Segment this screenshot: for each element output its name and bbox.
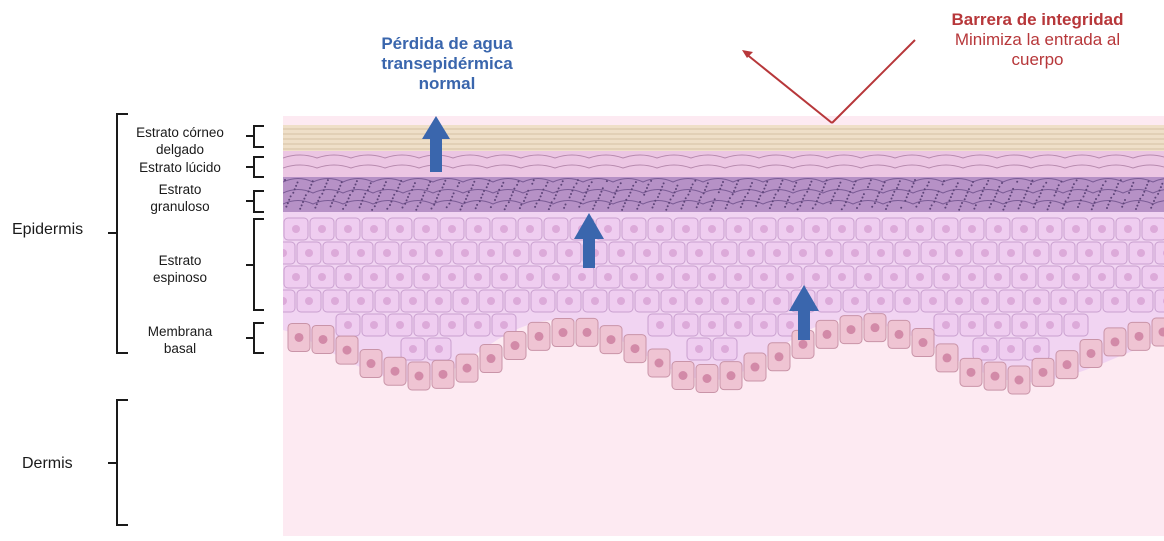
label-granulosum: Estrato granuloso xyxy=(124,181,236,215)
granulosum-bracket xyxy=(246,191,264,212)
barrier-arrow xyxy=(745,40,915,123)
barrier-arrow-head xyxy=(742,50,753,58)
corneum-bracket xyxy=(246,126,264,147)
basal-bracket xyxy=(246,323,264,353)
label-lucidum: Estrato lúcido xyxy=(124,159,236,176)
water-loss-note: Pérdida de agua transepidérmica normal xyxy=(342,34,552,94)
label-dermis: Dermis xyxy=(22,455,73,473)
label-basal: Membrana basal xyxy=(124,323,236,357)
dermis-bracket xyxy=(108,400,128,525)
label-epidermis: Epidermis xyxy=(12,221,83,239)
lucidum-layer xyxy=(283,150,1164,177)
barrier-title: Barrera de integridad xyxy=(905,10,1164,30)
label-spinosum: Estrato espinoso xyxy=(124,252,236,286)
barrier-note: Barrera de integridad Minimiza la entrad… xyxy=(905,10,1164,70)
lucidum-bracket xyxy=(246,157,264,177)
spinosum-bracket xyxy=(246,219,264,310)
barrier-text: Minimiza la entrada al cuerpo xyxy=(905,30,1164,70)
label-corneum: Estrato córneo delgado xyxy=(124,124,236,158)
